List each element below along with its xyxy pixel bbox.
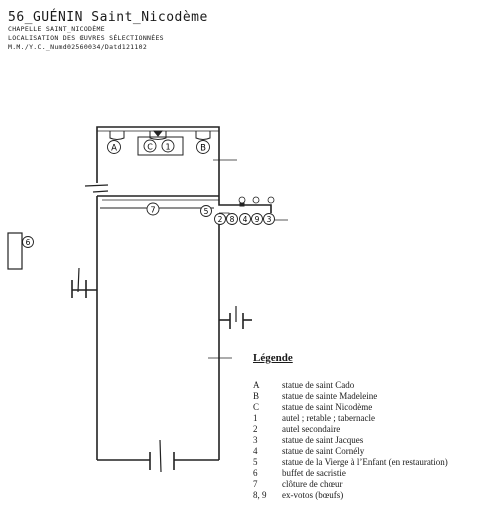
svg-text:C: C xyxy=(147,143,153,152)
legend-key: 5 xyxy=(253,457,258,467)
legend-row: 3 statue de saint Jacques xyxy=(253,435,448,446)
pedestal-a xyxy=(109,131,125,140)
legend-label: autel ; retable ; tabernacle xyxy=(282,413,375,423)
legend-label: statue de saint Nicodème xyxy=(282,402,373,412)
ring-2 xyxy=(252,196,260,204)
legend-key: A xyxy=(253,380,260,390)
marker-2: 2 xyxy=(214,213,226,225)
marker-c: C xyxy=(143,139,157,153)
svg-text:9: 9 xyxy=(255,215,260,224)
legend-label: statue de saint Cado xyxy=(282,380,355,390)
legend-label: clôture de chœur xyxy=(282,479,343,489)
legend-key: 7 xyxy=(253,479,258,489)
legend-row: 1 autel ; retable ; tabernacle xyxy=(253,413,448,424)
header: 56_GUÉNIN Saint_Nicodème CHAPELLE SAINT_… xyxy=(8,10,208,52)
page-title: 56_GUÉNIN Saint_Nicodème xyxy=(8,10,208,25)
legend-label: ex-votos (bœufs) xyxy=(282,490,344,500)
section-marks xyxy=(208,159,288,359)
plan-markers: A B C 1 2 3 4 5 6 7 8 9 xyxy=(22,139,275,248)
svg-text:8: 8 xyxy=(230,215,235,224)
marker-1: 1 xyxy=(161,139,175,153)
svg-text:A: A xyxy=(111,144,117,154)
legend-key: B xyxy=(253,391,260,401)
legend-key: 4 xyxy=(253,446,258,456)
marker-a: A xyxy=(107,140,121,154)
legend-key: C xyxy=(253,402,260,412)
legend-row: 2 autel secondaire xyxy=(253,424,448,435)
subtitle-chapel: CHAPELLE SAINT_NICODÈME xyxy=(8,25,105,33)
legend-label: buffet de sacristie xyxy=(282,468,346,478)
ring-1 xyxy=(238,196,246,204)
legend-key: 2 xyxy=(253,424,258,434)
legend-row: 4 statue de saint Cornély xyxy=(253,446,448,457)
marker-4: 4 xyxy=(239,213,251,225)
legend-label: statue de la Vierge à l’Enfant (en resta… xyxy=(282,457,448,467)
legend-label: statue de sainte Madeleine xyxy=(282,391,378,401)
subtitle-localisation: LOCALISATION DES ŒUVRES SÉLECTIONNÉES xyxy=(8,34,164,42)
legend-row: 6 buffet de sacristie xyxy=(253,468,448,479)
plan-walls xyxy=(7,126,272,461)
marker-3: 3 xyxy=(263,213,275,225)
legend-row: 5 statue de la Vierge à l’Enfant (en rest… xyxy=(253,457,448,468)
ring-3 xyxy=(267,196,275,204)
legend-key: 1 xyxy=(253,413,258,423)
svg-text:6: 6 xyxy=(26,238,31,247)
legend-key: 8, 9 xyxy=(253,490,267,500)
svg-text:1: 1 xyxy=(165,143,170,152)
legend-key: 6 xyxy=(253,468,258,478)
legend-label: statue de saint Cornély xyxy=(282,446,365,456)
legend-key: 3 xyxy=(253,435,258,445)
svg-text:4: 4 xyxy=(243,215,248,224)
svg-text:3: 3 xyxy=(267,215,272,224)
pedestal-c xyxy=(149,131,167,140)
marker-7: 7 xyxy=(146,202,160,216)
legend-title: Légende xyxy=(253,352,293,364)
legend-row: 7 clôture de chœur xyxy=(253,479,448,490)
altar-box xyxy=(137,136,184,156)
legend-label: autel secondaire xyxy=(282,424,341,434)
svg-text:2: 2 xyxy=(218,215,223,224)
svg-text:5: 5 xyxy=(204,207,209,216)
marker-b: B xyxy=(196,140,210,154)
subtitle-reference: M.M./Y.C._Numd02560034/Datd121102 xyxy=(8,43,148,51)
plan-doors xyxy=(71,184,244,473)
marker-6: 6 xyxy=(22,236,34,248)
svg-text:B: B xyxy=(200,144,206,154)
svg-text:7: 7 xyxy=(150,206,155,215)
tabernacle-mark xyxy=(152,130,164,137)
marker-5: 5 xyxy=(200,205,212,217)
marker-9: 9 xyxy=(251,213,263,225)
small-item-rings xyxy=(238,196,275,204)
marker-8: 8 xyxy=(226,213,238,225)
legend-row: 8, 9 ex-votos (bœufs) xyxy=(253,490,448,501)
pedestal-b xyxy=(195,131,211,140)
legend-label: statue de saint Jacques xyxy=(282,435,364,445)
